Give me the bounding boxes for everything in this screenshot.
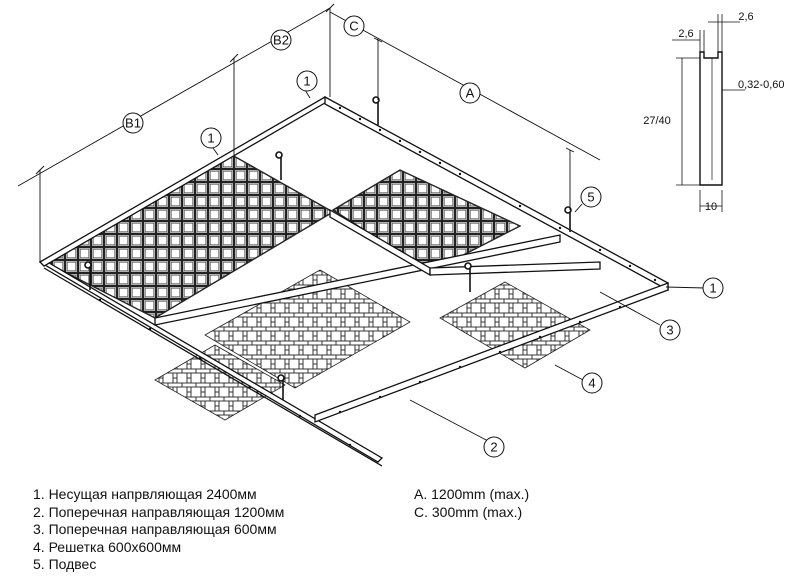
svg-text:C: C	[349, 19, 358, 34]
callout-5: 5	[580, 186, 602, 208]
svg-text:5: 5	[587, 190, 594, 205]
legend-item-5: 5. Подвес	[33, 556, 97, 572]
callout-b1: B1	[122, 112, 144, 134]
legend-left: 1. Несущая напрвляющая 2400мм 2. Попереч…	[33, 486, 284, 574]
svg-text:B2: B2	[273, 33, 289, 48]
callout-a: A	[459, 82, 481, 104]
callout-b2: B2	[270, 29, 292, 51]
svg-text:4: 4	[588, 376, 595, 391]
svg-text:A: A	[466, 86, 475, 101]
callout-1-right: 1	[702, 277, 724, 299]
callout-c: C	[343, 15, 365, 37]
legend-item-3: 3. Поперечная направляющая 600мм	[33, 521, 277, 537]
svg-text:1: 1	[709, 281, 716, 296]
legend-right: A. 1200mm (max.) C. 300mm (max.)	[414, 486, 529, 521]
hangers	[84, 96, 572, 400]
profile-width: 10	[705, 201, 717, 213]
legend-item-4: 4. Решетка 600х600мм	[33, 538, 182, 555]
grid-panel-right	[331, 169, 522, 273]
callout-1-top: 1	[296, 70, 318, 92]
legend-item-2: 2. Поперечная направляющая 1200мм	[33, 503, 285, 520]
legend-item-a: A. 1200mm (max.)	[414, 486, 530, 502]
profile-left-thickness: 2,6	[678, 28, 693, 40]
profile-wall: 0,32-0,60	[738, 79, 784, 91]
legend-item-c: C. 300mm (max.)	[414, 503, 523, 520]
profile-section	[672, 14, 745, 212]
svg-text:1: 1	[207, 131, 214, 146]
profile-top-thickness: 2,6	[738, 11, 753, 23]
svg-text:B1: B1	[125, 116, 141, 131]
callout-4: 4	[581, 372, 603, 394]
profile-height: 27/40	[643, 115, 671, 127]
rail-perforations	[98, 106, 657, 447]
svg-text:2: 2	[490, 440, 497, 455]
callout-1-left: 1	[200, 127, 222, 149]
svg-text:3: 3	[666, 323, 673, 338]
frame-rails	[38, 95, 669, 467]
callout-3: 3	[659, 319, 681, 341]
callout-2: 2	[483, 436, 505, 458]
legend-item-1: 1. Несущая напрвляющая 2400мм	[33, 486, 257, 502]
svg-text:1: 1	[303, 74, 310, 89]
